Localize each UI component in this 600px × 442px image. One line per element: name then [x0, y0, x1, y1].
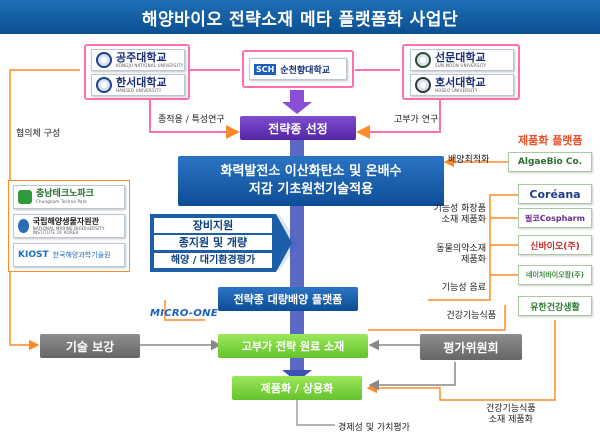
commercial-platform-label: 제품화 플랫폼 — [518, 134, 583, 147]
label-strain-characteristics: 종적용 / 특성연구 — [158, 115, 225, 125]
company-naturebiopharm: 네이처바이오팜(주) — [518, 265, 592, 285]
company-cospharm: 필코Cospharm — [518, 208, 592, 228]
power-plant-box: 화력발전소 이산화탄소 및 온배수 저감 기초원천기술적용 — [178, 156, 444, 206]
mabik-icon — [18, 219, 29, 233]
company-yuhan: 유한건강생활 — [518, 296, 592, 316]
kiost-name: 한국해양과학기술원 — [52, 251, 111, 259]
mabik-sub: NATIONAL MARINE BIODIVERSITY INSTITUTE O… — [32, 225, 105, 235]
sunmoon-name: 선문대학교 — [435, 51, 486, 64]
company-coreana: Coréana — [518, 184, 592, 204]
label-consortium: 협의체 구성 — [16, 129, 61, 139]
support-environment: 해양 / 대기환경평가 — [154, 252, 272, 268]
commercialization-box: 제품화 / 상용화 — [232, 376, 362, 400]
sch-university-box: SCH 순천향대학교 — [242, 50, 354, 88]
hanseo-seal-icon — [96, 77, 112, 93]
micro-one-logo: MICRO-ONE — [150, 308, 218, 319]
kongju-university-logo: 공주대학교 KONGJU NATIONAL UNIVERSITY — [91, 49, 185, 71]
company-algaebio: AlgaeBio Co. — [508, 152, 592, 172]
sch-university-logo: SCH 순천향대학교 — [249, 58, 347, 80]
left-university-group: 공주대학교 KONGJU NATIONAL UNIVERSITY 한서대학교 H… — [84, 44, 190, 100]
technopark-icon — [18, 190, 32, 204]
tech-support-box: 기술 보강 — [40, 334, 140, 358]
hanseo-university-logo: 한서대학교 HANSEO UNIVERSITY — [91, 74, 185, 96]
sunmoon-university-logo: 선문대학교 SUN MOON UNIVERSITY — [410, 49, 514, 71]
hanseo-name: 한서대학교 — [116, 76, 167, 89]
support-panel: 장비지원 종지원 및 개량 해양 / 대기환경평가 — [150, 214, 276, 272]
sch-badge: SCH — [254, 63, 277, 75]
kongju-sub: KONGJU NATIONAL UNIVERSITY — [116, 63, 184, 68]
label-health-food-bottom: 건강기능식품 소재 제품화 — [486, 404, 536, 426]
label-high-value-research: 고부가 연구 — [394, 115, 439, 125]
partner-mabik: 국립해양생물자원관 NATIONAL MARINE BIODIVERSITY I… — [13, 214, 125, 238]
sch-name: 순천향대학교 — [280, 65, 331, 76]
technopark-name: 충남테크노파크 — [36, 189, 94, 199]
hoseo-sub: HOSEO UNIVERSITY — [435, 88, 478, 93]
raw-material-box: 고부가 전략 원료 소재 — [218, 334, 368, 358]
hoseo-university-logo: 호서대학교 HOSEO UNIVERSITY — [410, 74, 514, 96]
sunmoon-seal-icon — [415, 52, 431, 68]
label-economics: 경제성 및 가치평가 — [338, 423, 410, 433]
mabik-name: 국립해양생물자원관 — [32, 216, 99, 226]
partner-chungnam-technopark: 충남테크노파크 Chungnam Techno Park — [13, 185, 125, 209]
kongju-seal-icon — [96, 52, 112, 68]
page-title: 해양바이오 전략소재 메타 플랫폼화 사업단 — [0, 0, 600, 34]
kongju-name: 공주대학교 — [116, 51, 167, 64]
support-arrow-head — [276, 214, 292, 272]
label-cosmetics: 기능성 화장품 소재 제품화 — [433, 204, 486, 226]
power-plant-line1: 화력발전소 이산화탄소 및 온배수 — [220, 164, 402, 180]
technopark-sub: Chungnam Techno Park — [36, 199, 87, 204]
hanseo-sub: HANSEO UNIVERSITY — [116, 88, 162, 93]
hoseo-seal-icon — [415, 77, 431, 93]
label-animal-medicine: 동물의약소재 제품화 — [436, 244, 486, 266]
right-university-group: 선문대학교 SUN MOON UNIVERSITY 호서대학교 HOSEO UN… — [402, 44, 520, 100]
left-partners-group: 충남테크노파크 Chungnam Techno Park 국립해양생물자원관 N… — [8, 180, 130, 272]
partner-kiost: KIOST 한국해양과학기술원 — [13, 243, 125, 267]
label-health-food: 건강기능식품 — [446, 311, 496, 321]
arrow-down-purple — [282, 90, 312, 114]
strain-selection-box: 전략종 선정 — [240, 116, 356, 140]
company-sinbio: 신바이오(주) — [518, 235, 592, 255]
kiost-badge: KIOST — [18, 250, 49, 260]
power-plant-line2: 저감 기초원천기술적용 — [248, 182, 374, 197]
label-culture-optimization: 배양최적화 — [448, 155, 490, 165]
hoseo-name: 호서대학교 — [435, 76, 486, 89]
support-strain: 종지원 및 개량 — [154, 235, 272, 251]
support-equipment: 장비지원 — [154, 218, 272, 234]
evaluation-committee-box: 평가위원회 — [420, 334, 522, 360]
sunmoon-sub: SUN MOON UNIVERSITY — [435, 63, 487, 68]
mass-culture-box: 전략종 대량배양 플랫폼 — [218, 287, 358, 311]
label-beverage: 기능성 음료 — [441, 283, 486, 293]
